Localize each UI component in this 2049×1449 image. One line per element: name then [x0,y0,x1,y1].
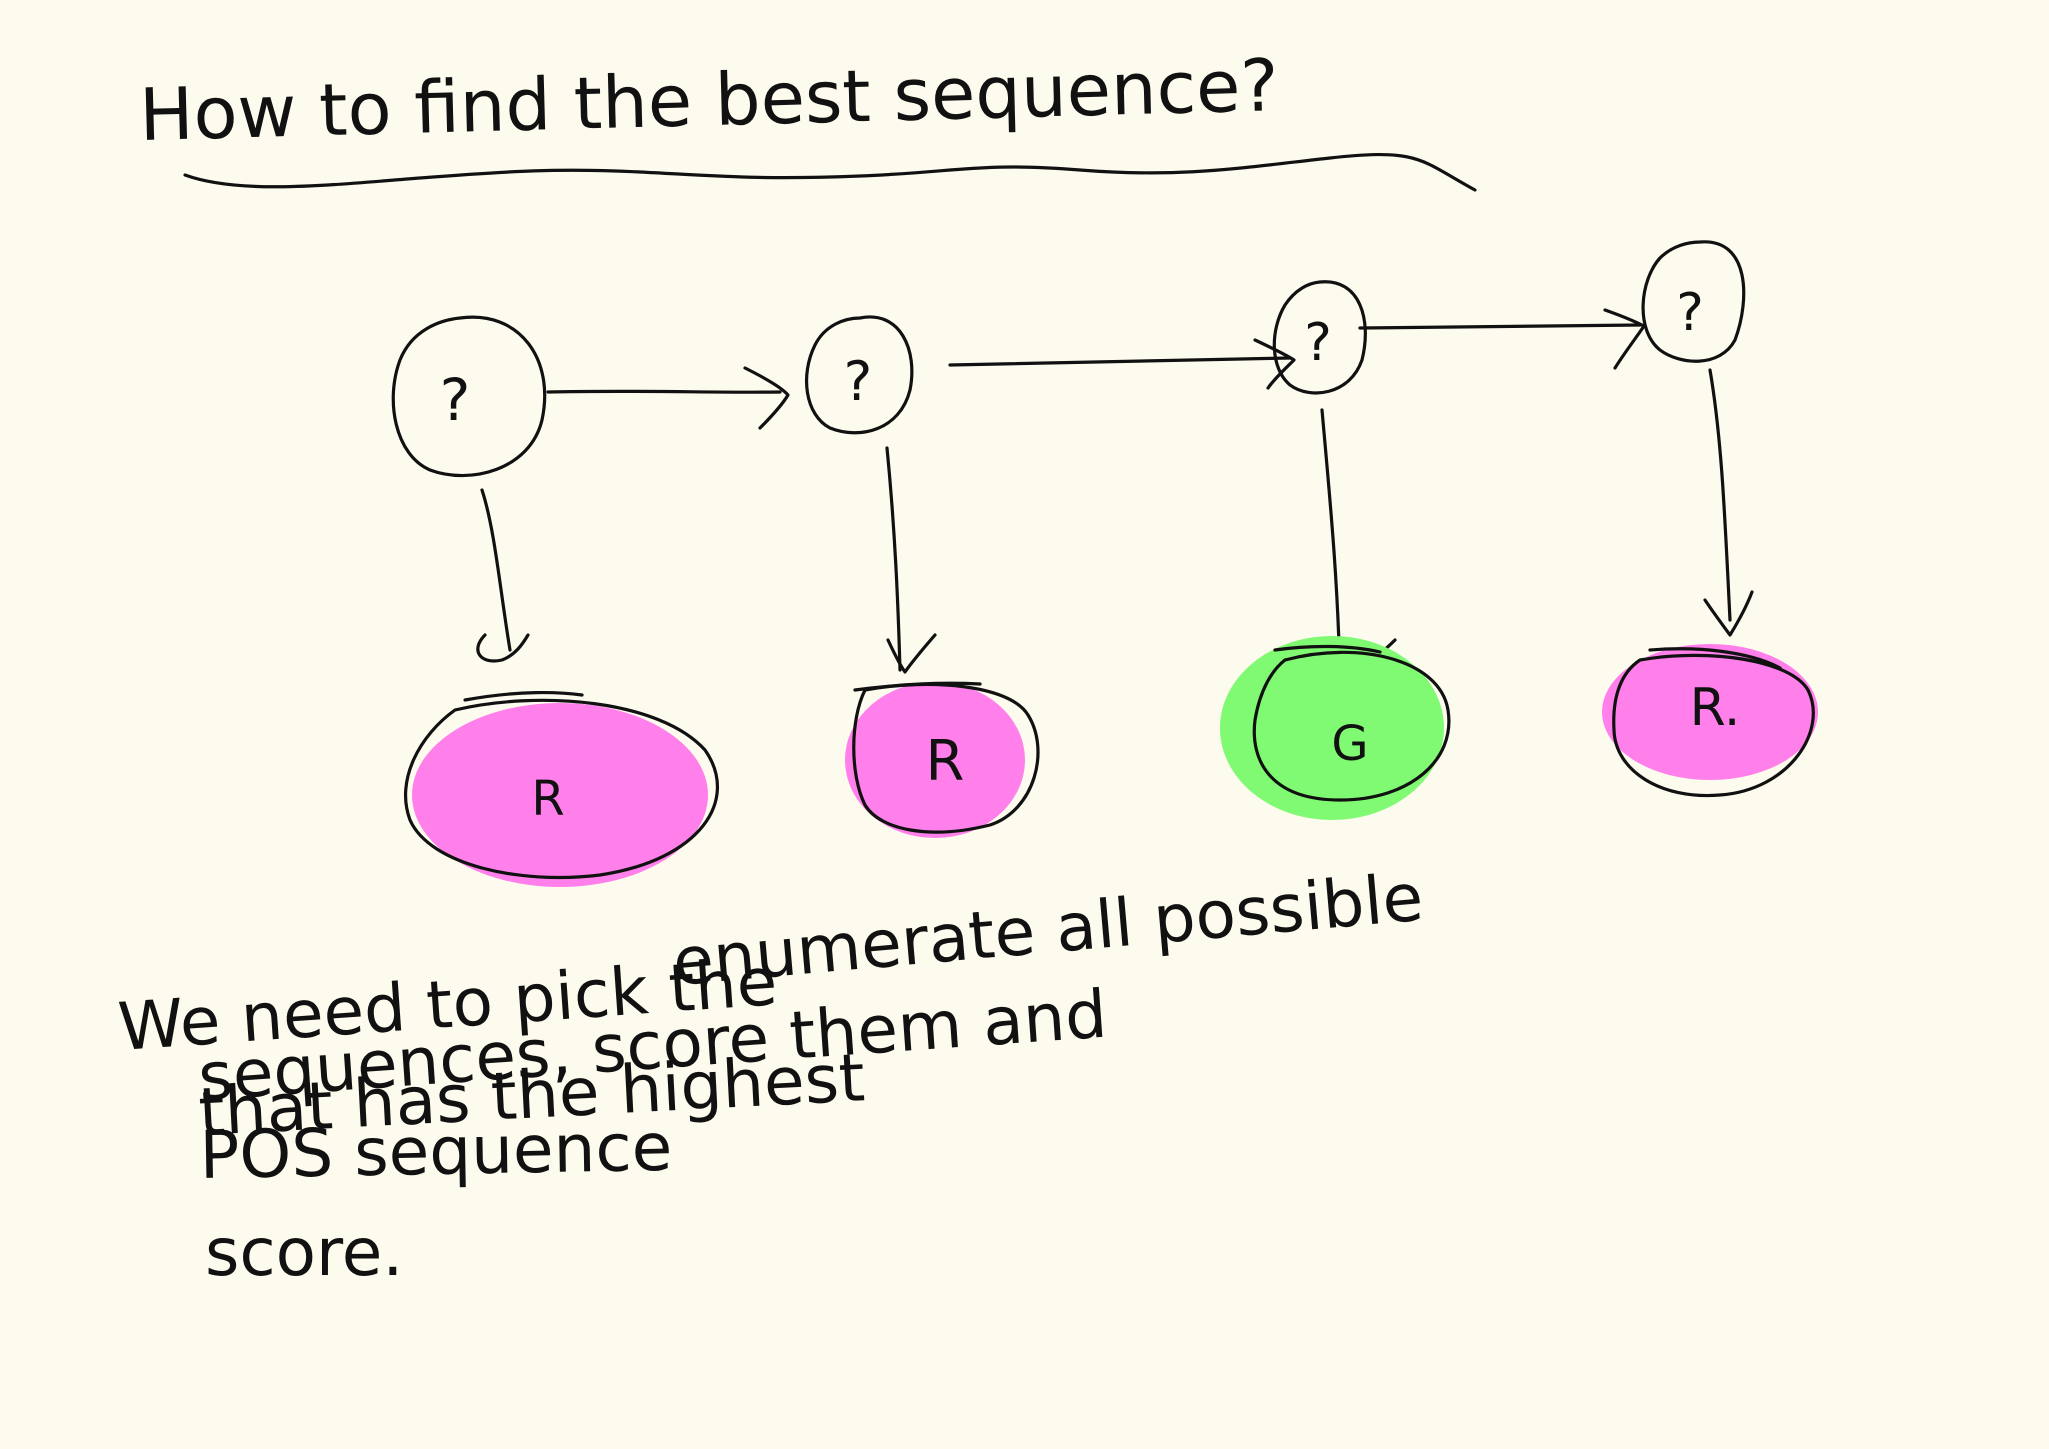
observation-node-4: R. [1602,644,1818,798]
title: How to find the best sequence? [138,43,1279,157]
observation-node-1: R [404,690,720,887]
hidden-state-4: ? [1641,240,1746,363]
note-line-6: score. [205,1214,403,1291]
observation-label: R [926,729,965,794]
transition-arrow-1 [546,366,790,430]
title-underline [183,152,1477,192]
hidden-state-3: ? [1272,280,1367,395]
transition-arrow-3 [1358,308,1646,370]
hidden-state-label: ? [1304,313,1332,373]
emission-arrow-2 [885,446,937,674]
note-line-5: POS sequence [199,1109,673,1194]
hidden-state-1: ? [391,315,547,478]
hidden-state-label: ? [844,350,873,413]
hidden-state-label: ? [440,366,471,434]
observation-fill [845,682,1025,838]
observation-label: R [531,771,564,827]
hidden-state-2: ? [804,315,914,435]
observation-fill [412,703,708,887]
observation-node-3: G [1220,636,1451,820]
transition-arrow-2 [948,338,1296,390]
observation-label: G [1331,716,1368,772]
emission-arrow-4 [1703,368,1754,637]
observation-fill [1602,644,1818,780]
hidden-state-label: ? [1676,283,1704,343]
observation-fill [1220,636,1444,820]
observation-node-2: R [845,681,1040,838]
observation-label: R. [1690,678,1741,738]
emission-arrow-1 [476,488,530,663]
handwritten-note: enumerate all possible We need to pick t… [116,859,1426,1291]
